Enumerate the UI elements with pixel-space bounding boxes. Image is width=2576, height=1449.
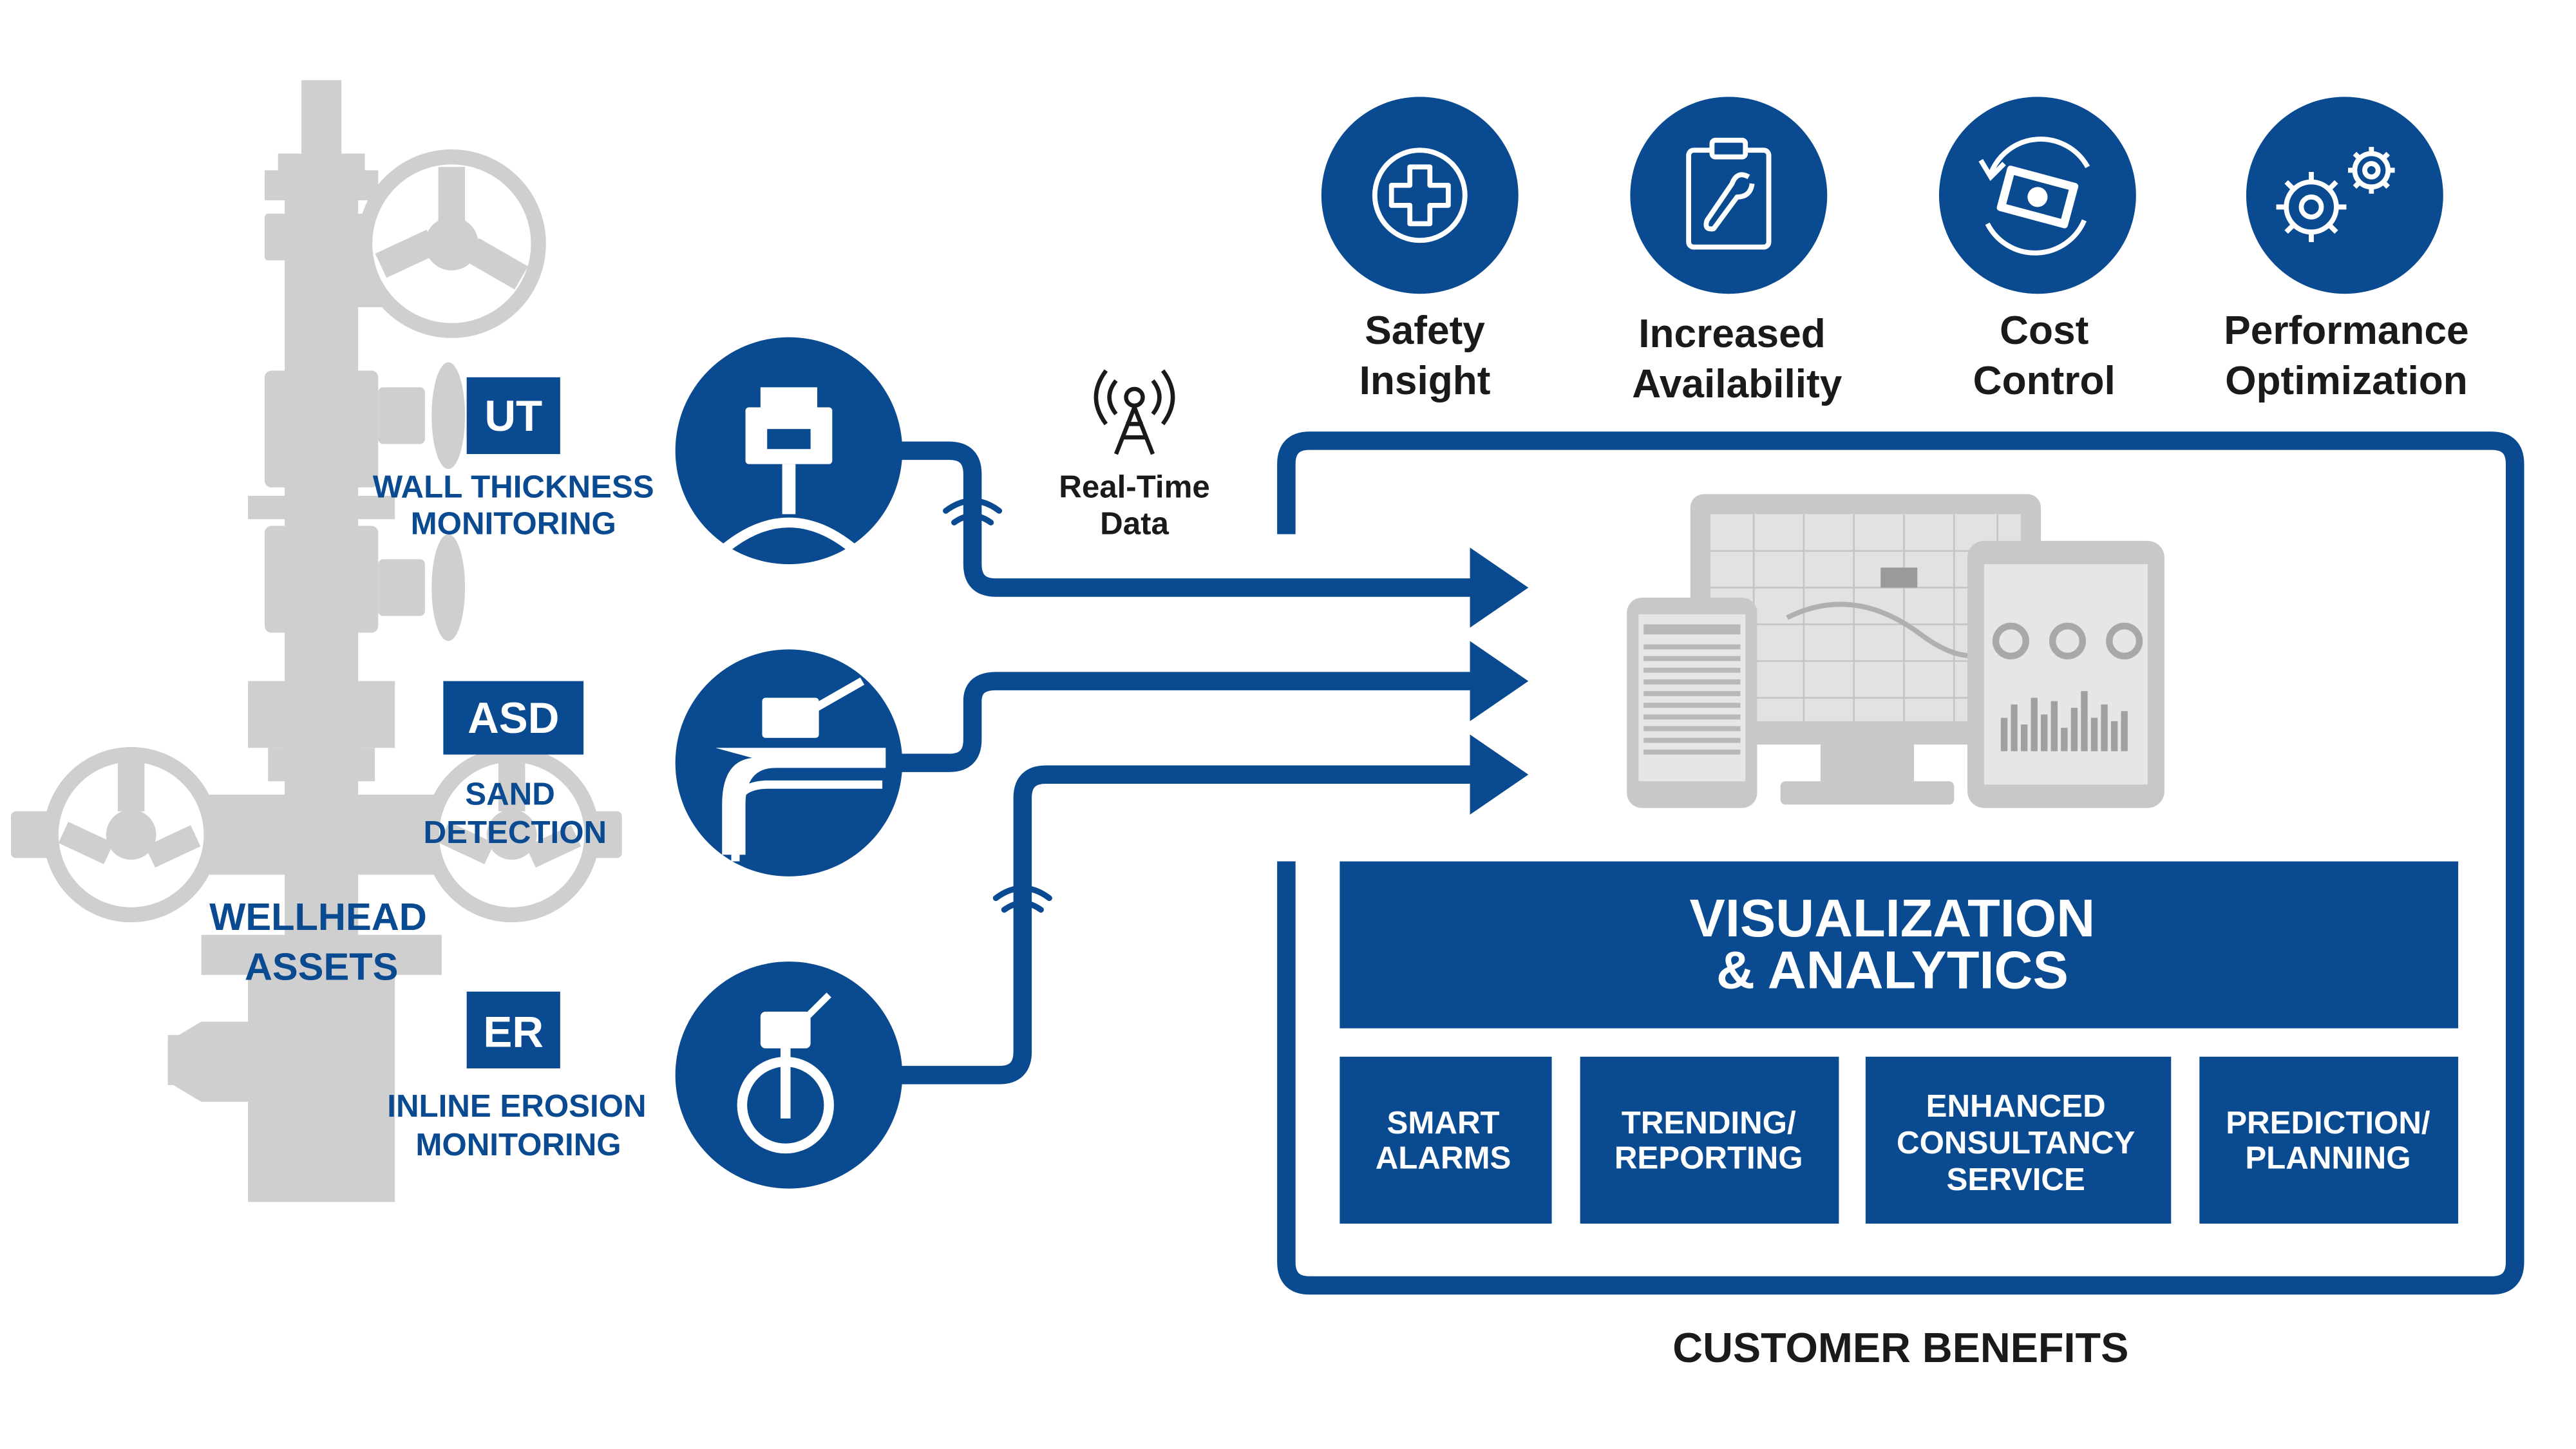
er-label-line2: MONITORING [415,1127,621,1162]
ut-label-line2: MONITORING [411,506,616,541]
visualization-banner: VISUALIZATION & ANALYTICS [1340,861,2459,1028]
er-label-line1: INLINE EROSION [387,1088,646,1124]
arrowhead-bottom [1470,734,1529,815]
service-tile-label: REPORTING [1615,1141,1803,1176]
sand-detector-icon [675,649,903,876]
benefits-frame [1277,431,2524,1295]
benefit-label-line2: Insight [1359,359,1491,403]
benefit-increased-availability: Increased Availability [1630,97,1842,406]
service-tile-enhanced-consultancy: ENHANCED CONSULTANCY SERVICE [1865,1056,2172,1224]
asd-code: ASD [468,694,559,743]
realtime-label-line1: Real-Time [1059,469,1210,504]
plus-icon [1321,97,1519,294]
service-tile-label: TRENDING/ [1622,1105,1796,1141]
service-tile-label: PLANNING [2245,1141,2410,1176]
asd-label-line2: DETECTION [424,815,607,850]
wellhead-label-line1: WELLHEAD [209,895,427,938]
benefit-label-line1: Performance [2224,308,2468,353]
customer-benefits-label: CUSTOMER BENEFITS [1672,1324,2128,1371]
arrowhead-top [1470,547,1529,628]
service-tile-label: ALARMS [1376,1141,1511,1176]
sensor-ut-tag: UT [466,377,560,455]
benefit-cost-control: Cost Control [1938,97,2136,403]
benefit-label-line2: Availability [1632,362,1842,406]
wifi-icon [992,885,1052,927]
benefit-label-line2: Control [1973,359,2116,403]
erosion-probe-icon [675,961,903,1189]
sensor-er-tag: ER [466,991,560,1068]
benefit-label-line1: Safety [1365,308,1485,353]
benefit-performance-optimization: Performance Optimization [2224,97,2469,403]
service-tile-prediction-planning: PREDICTION/ PLANNING [2199,1056,2459,1224]
money-cycle-icon [1938,97,2136,294]
wellhead-illustration [10,80,622,1202]
sensor-asd-tag: ASD [443,681,584,755]
clipboard-wrench-icon [1630,97,1828,294]
ultrasonic-sensor-icon [675,337,903,565]
arrowheads [1470,547,1529,815]
benefit-label-line2: Optimization [2225,359,2468,403]
devices-icon [1627,494,2164,808]
service-tile-label: CONSULTANCY [1897,1125,2135,1160]
service-tile-label: PREDICTION/ [2226,1105,2430,1141]
radio-tower-icon [1094,369,1175,455]
visualization-line2: & ANALYTICS [1716,940,2069,1000]
ut-code: UT [484,392,542,440]
er-code: ER [483,1008,544,1056]
wellhead-label-line2: ASSETS [245,945,398,989]
service-tile-label: SMART [1387,1105,1500,1141]
realtime-label-line2: Data [1100,506,1169,541]
wifi-icon [943,498,1003,540]
service-tile-label: SERVICE [1947,1162,2085,1197]
benefit-safety-insight: Safety Insight [1321,97,1519,403]
service-tile-trending-reporting: TRENDING/ REPORTING [1580,1056,1839,1224]
visualization-line1: VISUALIZATION [1690,888,2096,948]
ut-label-line1: WALL THICKNESS [373,469,654,504]
arrowhead-middle [1470,641,1529,721]
gears-icon [2246,97,2443,294]
benefit-label-line1: Cost [2000,308,2088,353]
service-tile-smart-alarms: SMART ALARMS [1340,1056,1552,1224]
asd-label-line1: SAND [465,776,555,811]
service-tile-label: ENHANCED [1926,1088,2106,1124]
benefit-label-line1: Increased [1638,312,1825,356]
